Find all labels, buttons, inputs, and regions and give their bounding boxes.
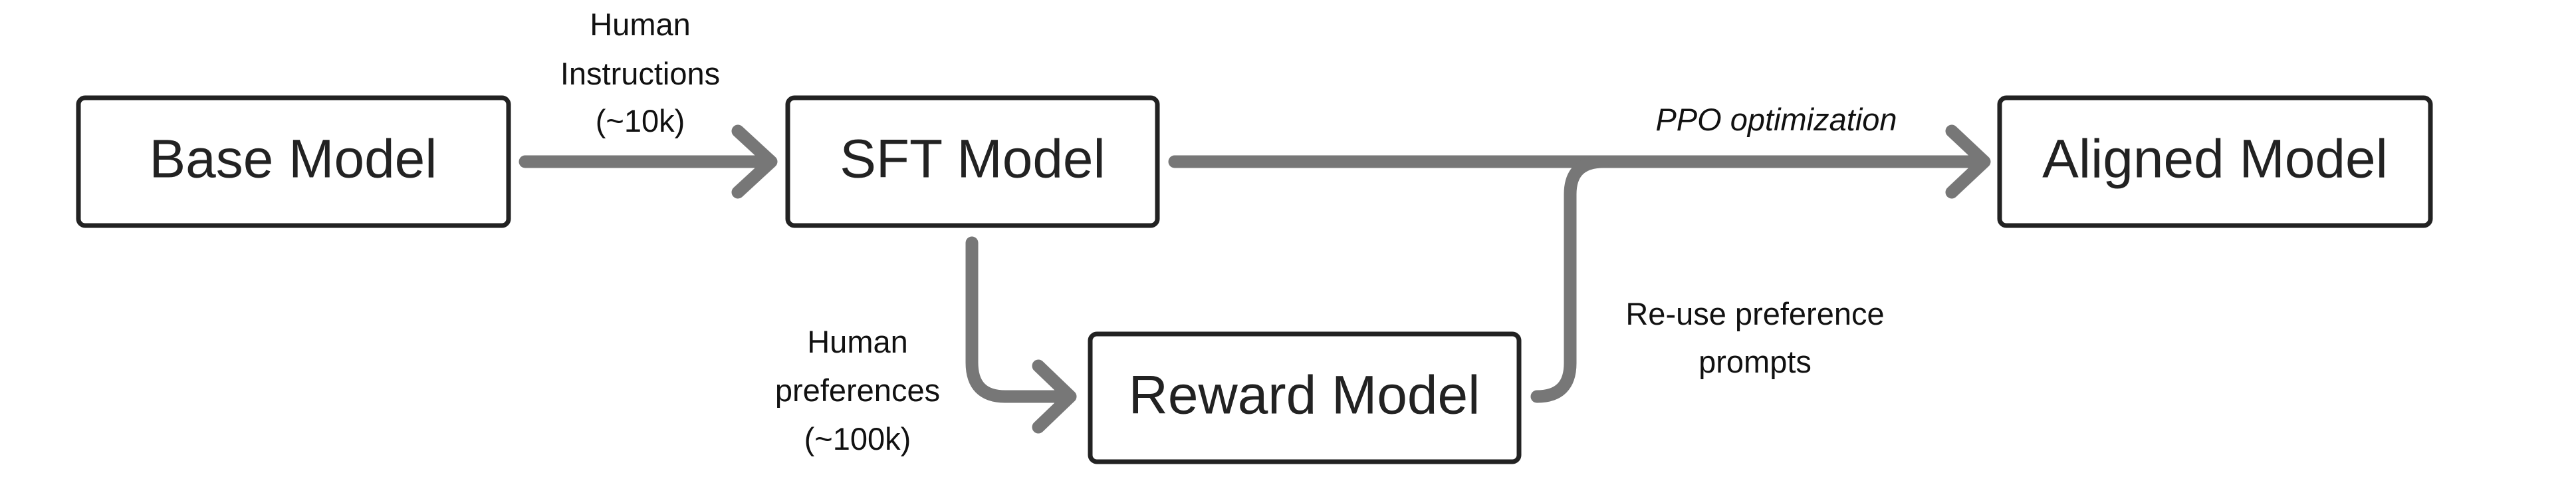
label-base-to-sft-line-1: Human — [590, 7, 691, 42]
node-aligned-model-label: Aligned Model — [2042, 129, 2388, 190]
node-aligned-model: Aligned Model — [1997, 95, 2433, 228]
label-base-to-sft: Human Instructions (~10k) — [560, 7, 720, 138]
node-reward-model: Reward Model — [1088, 331, 1522, 464]
label-sft-to-reward-line-2: preferences — [775, 373, 940, 408]
node-base-model-label: Base Model — [149, 129, 437, 190]
edge-sft-to-reward — [965, 236, 1077, 434]
arrowhead-sft-to-aligned — [1945, 124, 1991, 199]
label-reward-to-aligned-line-2: prompts — [1698, 344, 1812, 379]
label-ppo-optimization: PPO optimization — [1655, 102, 1897, 137]
label-reward-to-aligned-line-1: Re-use preference — [1625, 296, 1884, 331]
label-sft-to-reward-line-1: Human — [807, 324, 908, 359]
label-sft-to-aligned: PPO optimization — [1655, 102, 1897, 137]
label-sft-to-reward: Human preferences (~100k) — [775, 324, 940, 456]
edge-base-to-sft — [519, 124, 778, 199]
node-sft-model: SFT Model — [785, 95, 1160, 228]
arrowhead-sft-to-reward — [1032, 359, 1077, 434]
node-reward-model-label: Reward Model — [1129, 365, 1480, 426]
edge-sft-to-aligned — [1168, 124, 1991, 199]
label-sft-to-reward-line-3: (~100k) — [804, 421, 911, 456]
node-base-model: Base Model — [76, 95, 511, 228]
label-reward-to-aligned: Re-use preference prompts — [1625, 296, 1884, 379]
node-sft-model-label: SFT Model — [840, 129, 1106, 190]
arrow-reward-to-aligned — [1530, 155, 1610, 403]
arrow-sft-to-reward — [965, 236, 1074, 403]
label-base-to-sft-line-2: Instructions — [560, 56, 720, 91]
edge-reward-to-aligned — [1530, 155, 1610, 403]
label-base-to-sft-line-3: (~10k) — [596, 103, 685, 138]
arrowhead-base-to-sft — [731, 124, 778, 199]
